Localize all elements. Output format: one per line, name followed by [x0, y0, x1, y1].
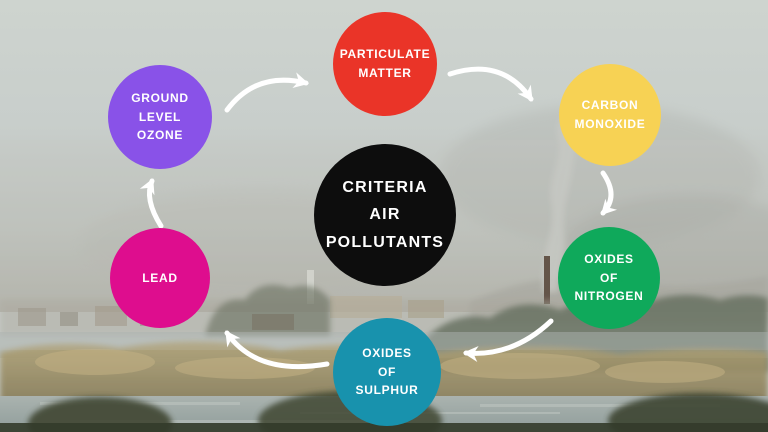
arrow-lead-to-ozone: [139, 178, 164, 229]
node-label-line: OZONE: [136, 128, 184, 143]
node-label-line: MATTER: [358, 66, 412, 80]
node-label-line: OF: [599, 270, 619, 285]
node-label-line: NITROGEN: [574, 289, 644, 304]
node-label-line: CARBON: [581, 98, 639, 113]
arrow-so-to-lead: [224, 330, 330, 370]
node-label-line: SULPHUR: [355, 383, 419, 398]
node-label-line: OXIDES: [584, 252, 634, 267]
smoke-plume: [542, 104, 588, 292]
arrow-no-to-so: [463, 318, 554, 362]
center-title-circle: CRITERIA AIR POLLUTANTS: [314, 144, 456, 286]
center-title-line: AIR: [369, 206, 401, 224]
node-label-line: GROUND: [131, 91, 189, 106]
node-label-line: LEAD: [142, 270, 178, 285]
smokestack: [544, 256, 550, 304]
node-carbon-monoxide: CARBON MONOXIDE: [559, 64, 661, 166]
trees-left: [205, 284, 330, 336]
arrow-pm-to-co: [447, 66, 534, 102]
center-title-line: CRITERIA: [342, 179, 428, 197]
arrow-co-to-no: [600, 170, 618, 216]
arrow-ozone-to-pm: [224, 72, 309, 113]
node-label-line: LEVEL: [138, 109, 182, 124]
foreground-bush: [608, 393, 768, 432]
node-particulate-matter: PARTICULATE MATTER: [333, 12, 437, 116]
node-label-line: OXIDES: [362, 346, 412, 361]
node-oxides-of-sulphur: OXIDES OF SULPHUR: [333, 318, 441, 426]
node-label-line: PARTICULATE: [339, 47, 431, 62]
grass-tufts: [35, 349, 725, 383]
node-ground-level-ozone: GROUND LEVEL OZONE: [108, 65, 212, 169]
node-label-line: OF: [377, 364, 397, 379]
node-lead: LEAD: [110, 228, 210, 328]
bottom-shore: [0, 423, 768, 432]
node-label-line: MONOXIDE: [574, 117, 646, 131]
node-oxides-of-nitrogen: OXIDES OF NITROGEN: [558, 227, 660, 329]
center-title-line: POLLUTANTS: [325, 233, 445, 251]
